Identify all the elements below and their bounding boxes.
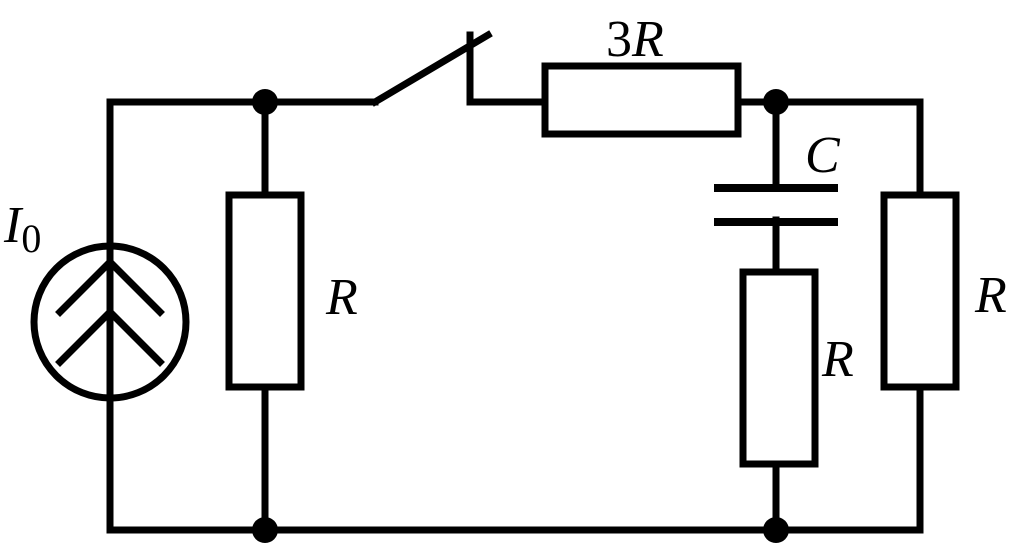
node-top-left <box>252 89 278 115</box>
double-chevron-up-icon <box>55 257 165 367</box>
label-source: I0 <box>3 197 41 261</box>
label-resistor-3R-symbol: R <box>631 11 664 68</box>
resistor-3R <box>541 62 742 138</box>
label-resistor-middle: R <box>821 331 854 388</box>
resistor-left <box>225 191 305 391</box>
junction-nodes <box>252 89 789 543</box>
node-bottom-right <box>763 517 789 543</box>
current-source <box>30 242 190 402</box>
label-resistor-right: R <box>974 267 1007 324</box>
label-resistor-3R: 3R <box>606 11 664 68</box>
label-resistor-3R-coefficient: 3 <box>606 11 632 68</box>
label-resistor-left: R <box>325 269 358 326</box>
wires <box>106 31 924 534</box>
switch <box>370 30 493 107</box>
wire-switch-to-3R <box>466 31 549 106</box>
resistor-middle <box>739 268 819 468</box>
label-capacitor: C <box>805 127 841 184</box>
node-top-right <box>763 89 789 115</box>
label-source-symbol: I <box>3 197 24 254</box>
capacitor <box>714 184 838 226</box>
label-source-subscript: 0 <box>21 216 41 261</box>
node-bottom-left <box>252 517 278 543</box>
resistor-right <box>880 191 960 391</box>
